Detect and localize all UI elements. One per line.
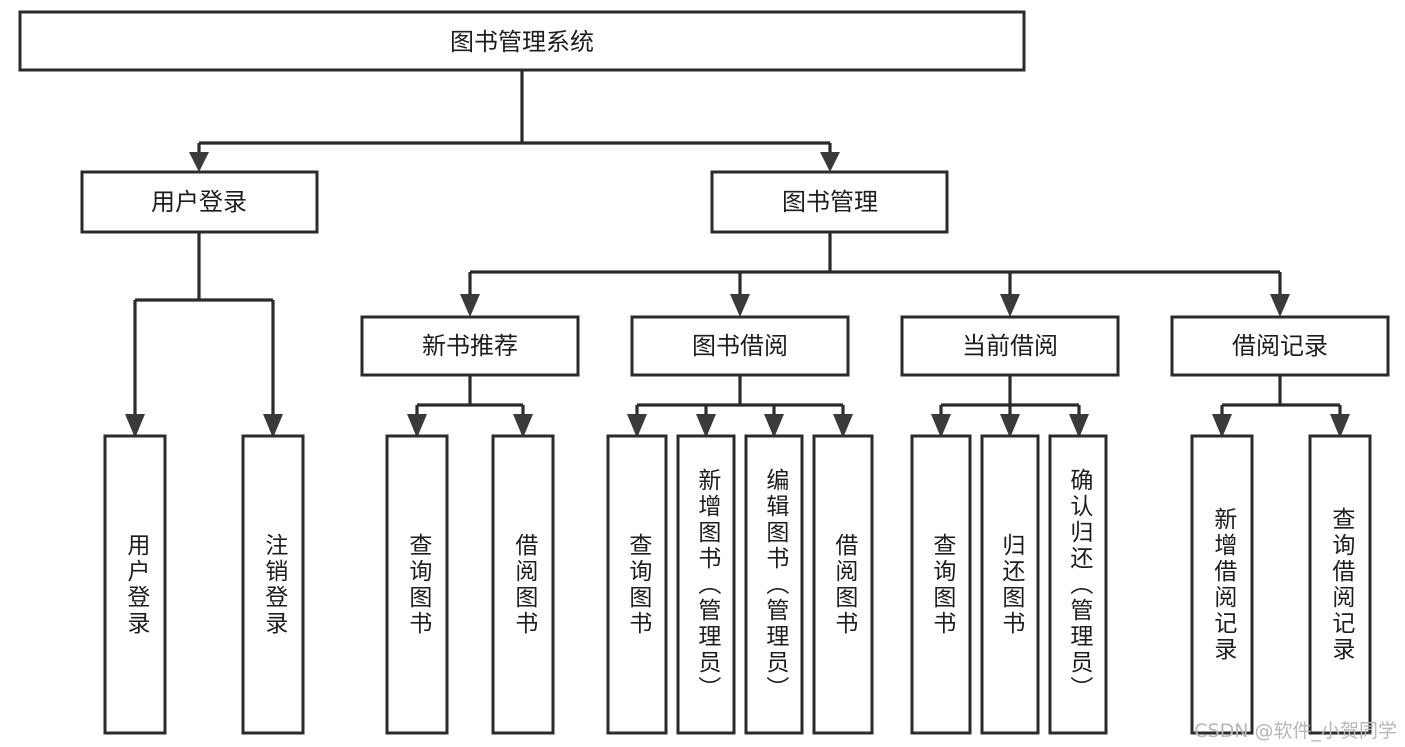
arrow-icon-leaf-edit-book: [764, 414, 784, 438]
node-leaf-query-book-2[interactable]: 查询图书: [606, 434, 668, 735]
node-leaf-logout-login[interactable]: 注销登录: [241, 434, 305, 735]
node-leaf-user-login[interactable]: 用户登录: [103, 434, 167, 735]
node-leaf-confirm-return-box[interactable]: [1048, 434, 1108, 735]
node-leaf-logout-login-label: 注销登录: [260, 532, 287, 637]
arrow-icon-leaf-confirm-return: [1069, 414, 1089, 438]
node-root[interactable]: 图书管理系统: [18, 10, 1026, 72]
node-leaf-query-book-2-label: 查询图书: [624, 532, 651, 637]
node-book-manage-box[interactable]: [710, 170, 949, 234]
node-borrow-record[interactable]: 借阅记录: [1170, 315, 1390, 377]
node-borrow-record-box[interactable]: [1170, 315, 1390, 377]
node-leaf-edit-book-label: 编辑图书（管理员）: [761, 467, 788, 702]
node-borrow-record-label: 借阅记录: [1232, 332, 1328, 360]
node-book-borrow[interactable]: 图书借阅: [630, 315, 850, 377]
node-leaf-query-book-3[interactable]: 查询图书: [910, 434, 972, 735]
arrow-icon-leaf-query-book-3: [931, 414, 951, 438]
arrow-icon-leaf-logout-login: [263, 414, 283, 438]
node-leaf-edit-book-box[interactable]: [744, 434, 804, 735]
node-leaf-return-book-box[interactable]: [980, 434, 1040, 735]
node-leaf-return-book[interactable]: 归还图书: [980, 434, 1040, 735]
arrow-icon-leaf-add-book: [696, 414, 716, 438]
arrow-icon-leaf-borrow-book-2: [833, 414, 853, 438]
node-leaf-add-book[interactable]: 新增图书（管理员）: [676, 434, 736, 735]
node-current-borrow[interactable]: 当前借阅: [900, 315, 1120, 377]
node-leaf-return-book-label: 归还图书: [997, 532, 1024, 637]
node-leaf-query-book-3-box[interactable]: [910, 434, 972, 735]
node-leaf-borrow-book-2-box[interactable]: [812, 434, 874, 735]
leaf-layer: 用户登录 注销登录 查询图书 借阅图书: [103, 434, 1372, 735]
arrow-icon-leaf-query-record: [1330, 414, 1350, 438]
node-current-borrow-label: 当前借阅: [962, 332, 1058, 360]
node-root-box[interactable]: [18, 10, 1026, 72]
arrow-icon-leaf-borrow-book-1: [513, 414, 533, 438]
node-leaf-query-record-box[interactable]: [1308, 434, 1372, 735]
arrow-icon-book-borrow: [730, 294, 750, 317]
node-leaf-borrow-book-2-label: 借阅图书: [830, 532, 857, 637]
arrow-icon-leaf-add-record: [1212, 414, 1232, 438]
arrow-icon-leaf-return-book: [1000, 414, 1020, 438]
node-leaf-add-book-label: 新增图书（管理员）: [693, 467, 720, 702]
node-leaf-edit-book[interactable]: 编辑图书（管理员）: [744, 434, 804, 735]
node-book-borrow-label: 图书借阅: [692, 332, 788, 360]
node-leaf-logout-login-box[interactable]: [241, 434, 305, 735]
arrow-icon-current-borrow: [1000, 294, 1020, 317]
node-book-manage[interactable]: 图书管理: [710, 170, 949, 234]
node-leaf-add-record-box[interactable]: [1190, 434, 1254, 735]
node-leaf-query-book-1-label: 查询图书: [404, 532, 431, 637]
node-leaf-confirm-return-label: 确认归还（管理员）: [1065, 467, 1092, 702]
node-user-login[interactable]: 用户登录: [80, 170, 319, 234]
node-leaf-query-record[interactable]: 查询借阅记录: [1308, 434, 1372, 735]
node-leaf-user-login-box[interactable]: [103, 434, 167, 735]
node-leaf-borrow-book-1-label: 借阅图书: [510, 532, 537, 637]
node-user-login-box[interactable]: [80, 170, 319, 234]
arrow-icon-new-book-recommend: [460, 294, 480, 317]
node-leaf-add-record[interactable]: 新增借阅记录: [1190, 434, 1254, 735]
node-new-book-recommend-label: 新书推荐: [422, 332, 518, 360]
arrow-icon-book-manage: [820, 152, 840, 172]
node-new-book-recommend[interactable]: 新书推荐: [360, 315, 580, 377]
arrow-icon-borrow-record: [1270, 294, 1290, 317]
node-leaf-query-record-label: 查询借阅记录: [1327, 506, 1354, 663]
node-user-login-label: 用户登录: [151, 188, 247, 216]
arrow-icon-leaf-query-book-2: [627, 414, 647, 438]
node-leaf-add-book-box[interactable]: [676, 434, 736, 735]
arrow-icon-user-login: [189, 152, 209, 172]
node-root-label: 图书管理系统: [450, 28, 594, 56]
arrow-icon-leaf-user-login: [125, 414, 145, 438]
node-book-borrow-box[interactable]: [630, 315, 850, 377]
node-new-book-recommend-box[interactable]: [360, 315, 580, 377]
node-leaf-query-book-1[interactable]: 查询图书: [385, 434, 449, 735]
node-leaf-query-book-3-label: 查询图书: [928, 532, 955, 637]
arrowhead-layer: [125, 152, 1350, 438]
node-leaf-confirm-return[interactable]: 确认归还（管理员）: [1048, 434, 1108, 735]
node-leaf-borrow-book-1-box[interactable]: [491, 434, 555, 735]
arrow-icon-leaf-query-book-1: [407, 414, 427, 438]
node-leaf-query-book-2-box[interactable]: [606, 434, 668, 735]
node-leaf-add-record-label: 新增借阅记录: [1209, 506, 1236, 663]
node-leaf-borrow-book-1[interactable]: 借阅图书: [491, 434, 555, 735]
node-leaf-user-login-label: 用户登录: [122, 532, 149, 637]
node-leaf-query-book-1-box[interactable]: [385, 434, 449, 735]
node-current-borrow-box[interactable]: [900, 315, 1120, 377]
node-leaf-borrow-book-2[interactable]: 借阅图书: [812, 434, 874, 735]
node-book-manage-label: 图书管理: [782, 188, 878, 216]
